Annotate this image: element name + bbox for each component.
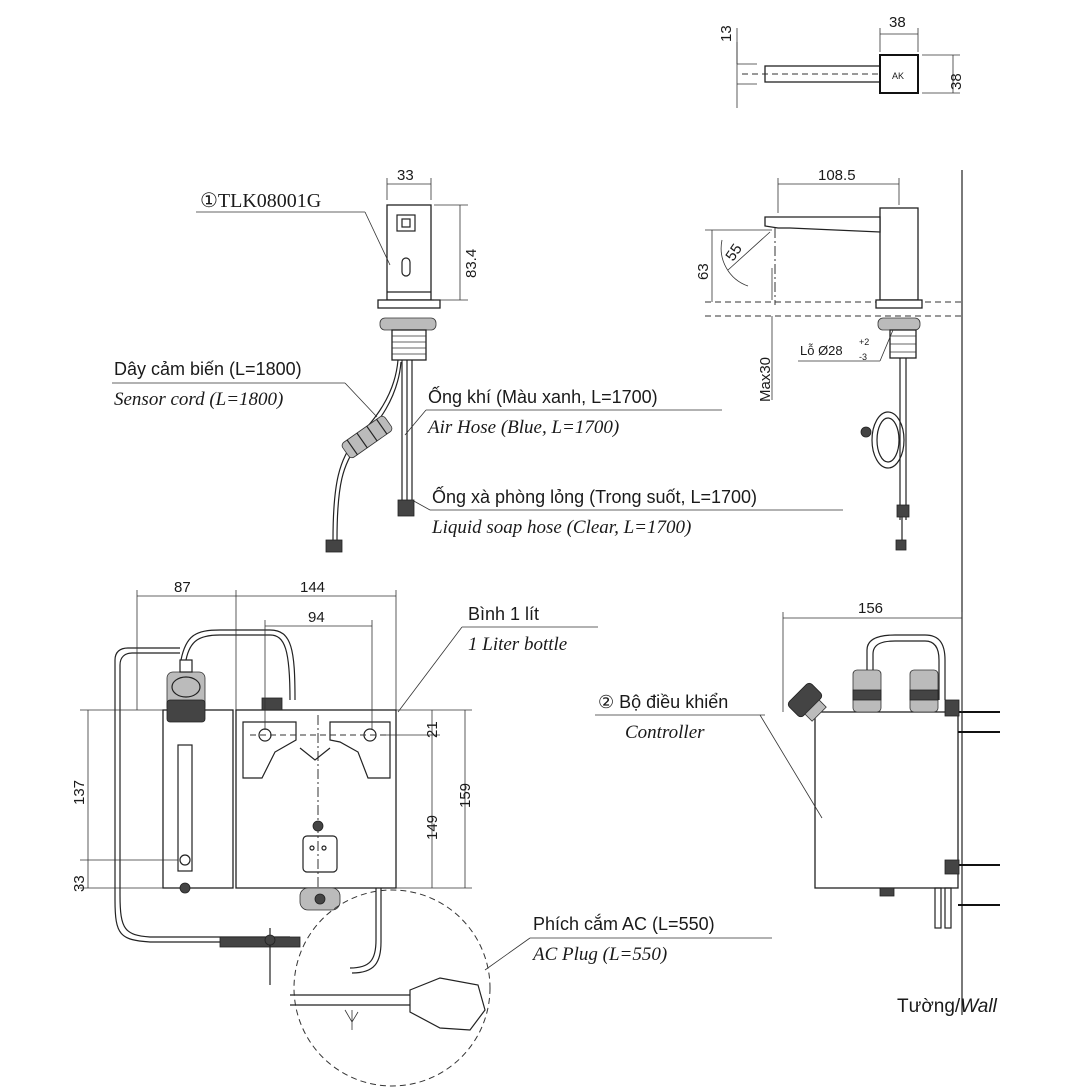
svg-text:AK: AK: [892, 71, 904, 81]
dim-13: 13: [718, 25, 735, 42]
bottle-label-en: 1 Liter bottle: [468, 634, 567, 655]
hole-tol-minus: -3: [859, 352, 867, 362]
dim-94: 94: [308, 609, 325, 626]
dim-149: 149: [424, 815, 441, 840]
hole-tol-plus: +2: [859, 337, 869, 347]
dim-max30: Max30: [757, 357, 774, 402]
soap-hose-en: Liquid soap hose (Clear, L=1700): [431, 517, 691, 538]
sensor-cord-vi: Dây cảm biến (L=1800): [114, 359, 302, 379]
bottle-label-vi: Bình 1 lít: [468, 604, 539, 624]
hole-label: Lỗ Ø28: [800, 343, 843, 358]
dim-38-width: 38: [889, 14, 906, 31]
dim-55: 55: [722, 241, 745, 264]
dim-63: 63: [695, 263, 712, 280]
hose-labels: Dây cảm biến (L=1800) Sensor cord (L=180…: [112, 359, 843, 538]
dim-33-bottle: 33: [71, 875, 88, 892]
faucet-side-view: 108.5 63 55 Max30 Lỗ Ø28 +2 -3: [695, 167, 963, 1015]
controller-front-view: 87 144 94 137 33 21 149 159 Bình 1 lít 1…: [71, 579, 772, 1087]
sensor-cord-en: Sensor cord (L=1800): [114, 389, 283, 410]
controller-side-view: 156 ② Bộ điều khiển Controller Tường/Wal…: [595, 600, 1000, 1017]
dim-159: 159: [457, 783, 474, 808]
dim-156: 156: [858, 600, 883, 617]
wall-label: Tường/Wall: [897, 996, 998, 1017]
ac-plug-en: AC Plug (L=550): [531, 944, 667, 965]
model-label: ①TLK08001G: [200, 190, 321, 212]
dim-38-height: 38: [948, 73, 965, 90]
dim-87: 87: [174, 579, 191, 596]
air-hose-en: Air Hose (Blue, L=1700): [426, 417, 619, 438]
controller-label-en: Controller: [625, 722, 705, 743]
soap-hose-vi: Ống xà phòng lỏng (Trong suốt, L=1700): [432, 486, 757, 507]
dim-21: 21: [424, 721, 441, 738]
top-view: AK 38 38 13: [718, 14, 965, 108]
controller-label-vi: ② Bộ điều khiển: [598, 692, 728, 712]
dim-108-5: 108.5: [818, 167, 856, 184]
dim-144: 144: [300, 579, 325, 596]
ac-plug-vi: Phích cắm AC (L=550): [533, 913, 715, 934]
dim-137: 137: [71, 780, 88, 805]
air-hose-vi: Ống khí (Màu xanh, L=1700): [428, 386, 658, 407]
dim-33-front: 33: [397, 167, 414, 184]
dim-83-4: 83.4: [463, 249, 480, 278]
